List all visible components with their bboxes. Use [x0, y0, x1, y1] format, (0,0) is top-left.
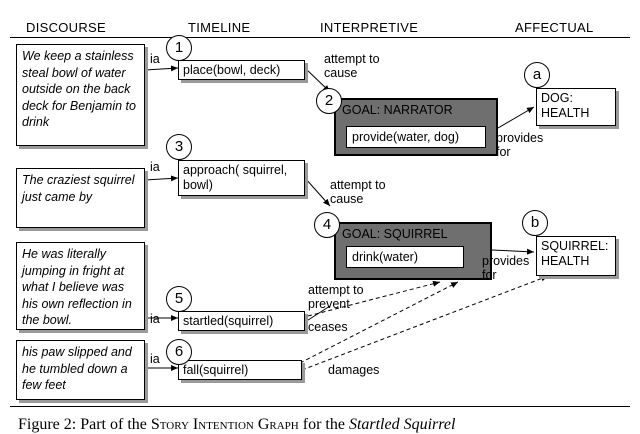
- header-discourse: DISCOURSE: [26, 20, 106, 35]
- ia-label-3: ia: [150, 312, 160, 326]
- header-rule: [10, 37, 630, 38]
- ia-label-4: ia: [150, 352, 160, 366]
- ia-label-2: ia: [150, 160, 160, 174]
- goal-content-narrator: provide(water, dog): [346, 126, 486, 148]
- edge-label-attempt-to-cause-2: attempt to cause: [330, 178, 386, 206]
- header-interpretive: INTERPRETIVE: [320, 20, 419, 35]
- caption-middle: for the: [298, 416, 349, 433]
- affect-box-dog: DOG: HEALTH: [536, 88, 616, 126]
- goal-title-squirrel: GOAL: SQUIRREL: [342, 227, 448, 241]
- caption-prefix: Figure 2: Part of the: [18, 416, 151, 433]
- node-circle-3: 3: [166, 134, 192, 160]
- edge-label-attempt-to-prevent: attempt to prevent: [308, 283, 364, 311]
- bottom-rule: [10, 406, 630, 407]
- timeline-box-6: fall(squirrel): [178, 360, 302, 380]
- caption-graph-name: Story Intention Graph: [150, 416, 299, 433]
- edge-label-provides-for-2: provides for: [482, 254, 530, 282]
- node-circle-5: 5: [166, 286, 192, 312]
- header-affectual: AFFECTUAL: [515, 20, 594, 35]
- node-circle-4: 4: [314, 212, 340, 238]
- affect-circle-b: b: [522, 210, 548, 236]
- edge-label-ceases: ceases: [308, 320, 348, 334]
- edge-label-attempt-to-cause-1: attempt to cause: [324, 52, 380, 80]
- node-circle-6: 6: [166, 339, 192, 365]
- affect-circle-a: a: [524, 62, 550, 88]
- header-timeline: TIMELINE: [188, 20, 251, 35]
- timeline-box-5: startled(squirrel): [178, 311, 305, 331]
- goal-content-squirrel: drink(water): [346, 246, 464, 268]
- edge-label-provides-for-1: provides for: [496, 131, 544, 159]
- goal-box-squirrel: GOAL: SQUIRREL drink(water): [334, 222, 492, 280]
- timeline-box-1: place(bowl, deck): [178, 60, 305, 80]
- discourse-box-4: his paw slipped and he tumbled down a fe…: [16, 340, 145, 400]
- discourse-box-3: He was literally jumping in fright at wh…: [16, 242, 145, 330]
- timeline-box-3: approach( squirrel, bowl): [178, 160, 305, 196]
- node-circle-1: 1: [166, 35, 192, 61]
- caption-story-name: Startled Squirrel: [348, 416, 456, 433]
- goal-box-narrator: GOAL: NARRATOR provide(water, dog): [334, 98, 498, 156]
- figure-caption: Figure 2: Part of the Story Intention Gr…: [18, 416, 455, 434]
- affect-box-squirrel: SQUIRREL: HEALTH: [536, 236, 616, 276]
- ia-label-1: ia: [150, 52, 160, 66]
- discourse-box-1: We keep a stainless steal bowl of water …: [16, 44, 145, 146]
- goal-title-narrator: GOAL: NARRATOR: [342, 103, 453, 117]
- discourse-box-2: The craziest squirrel just came by: [16, 168, 145, 228]
- edge-label-damages: damages: [328, 363, 380, 377]
- node-circle-2: 2: [316, 88, 342, 114]
